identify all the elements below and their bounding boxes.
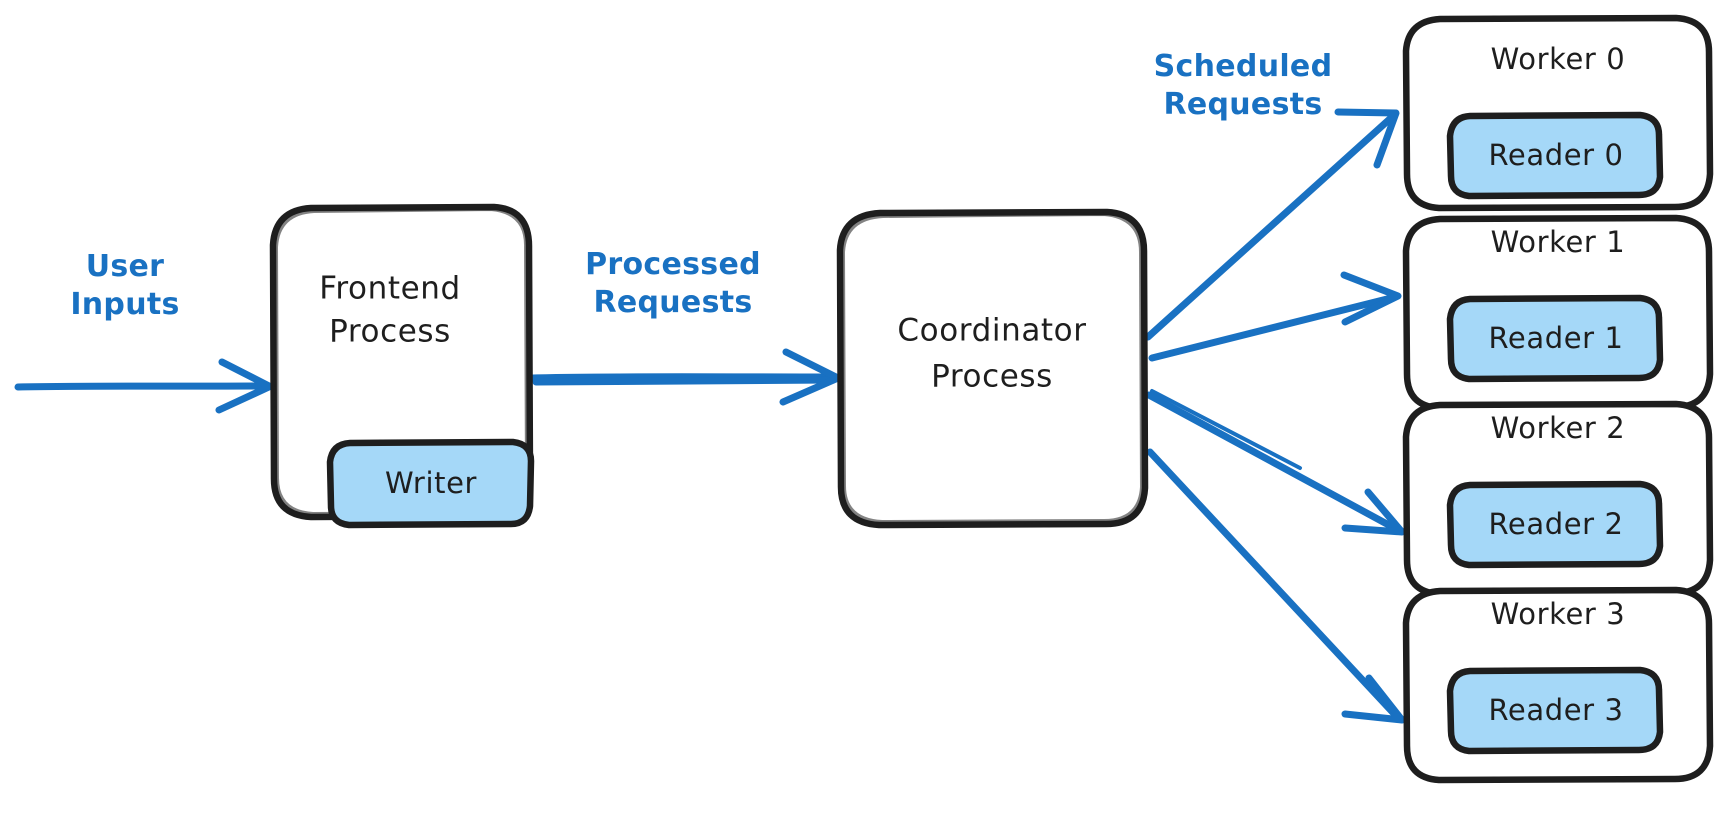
scheduled-worker-2-arrow (1145, 389, 1406, 536)
worker-2-node[interactable]: Worker 2 Reader 2 (1402, 400, 1714, 598)
coordinator-process-box (836, 208, 1149, 529)
reader-2-label: Reader 2 (1488, 507, 1623, 541)
reader-3-label: Reader 3 (1488, 693, 1623, 727)
user-inputs-arrow (14, 358, 274, 414)
scheduled-worker-1-arrow (1148, 271, 1402, 362)
worker-3-node[interactable]: Worker 3 Reader 3 (1402, 586, 1714, 784)
reader-3-box (1446, 666, 1664, 755)
frontend-process-label-line2: Process (329, 314, 451, 350)
scheduled-worker-0-arrow (1144, 108, 1400, 341)
frontend-process-label-line1: Frontend (319, 271, 461, 307)
reader-0-box (1446, 111, 1664, 200)
writer-label: Writer (385, 466, 477, 500)
writer-box (326, 438, 535, 529)
worker-3-label: Worker 3 (1491, 597, 1626, 631)
coordinator-process-node[interactable]: Coordinator Process (836, 208, 1149, 529)
reader-0-label: Reader 0 (1488, 138, 1623, 172)
scheduled-worker-3-arrow (1146, 448, 1406, 724)
reader-1-label: Reader 1 (1488, 321, 1623, 355)
reader-2-box (1446, 480, 1664, 569)
worker-0-label: Worker 0 (1491, 42, 1626, 76)
worker-1-label: Worker 1 (1491, 225, 1626, 259)
worker-1-node[interactable]: Worker 1 Reader 1 (1402, 214, 1714, 412)
coordinator-process-label-line1: Coordinator (897, 313, 1086, 349)
worker-0-node[interactable]: Worker 0 Reader 0 (1402, 14, 1714, 212)
coordinator-process-label-line2: Process (931, 359, 1053, 395)
reader-1-box (1446, 294, 1664, 383)
worker-2-label: Worker 2 (1491, 411, 1626, 445)
coordinator-process-box-overstroke (841, 212, 1144, 524)
writer-node[interactable]: Writer (326, 438, 535, 529)
